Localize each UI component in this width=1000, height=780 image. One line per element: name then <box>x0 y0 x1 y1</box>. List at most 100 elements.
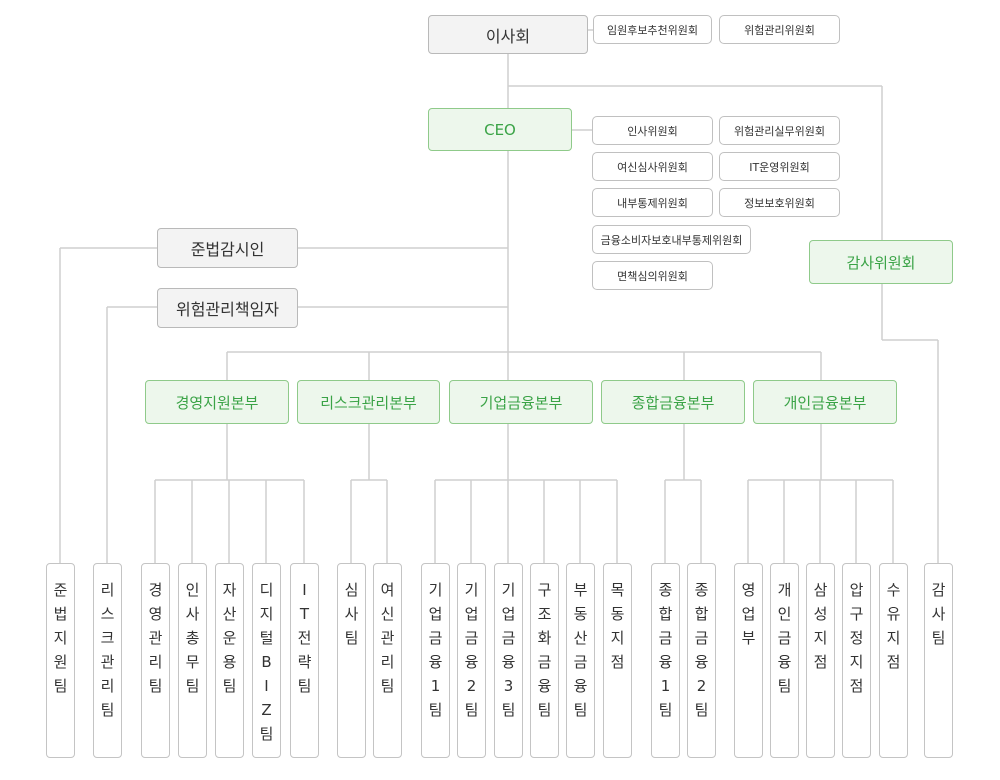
team-name-char: 총 <box>185 629 200 647</box>
board-committee-1: 임원후보추천위원회 <box>593 15 712 44</box>
team-name-char: 성 <box>813 605 828 623</box>
ceo-committee-2: 위험관리실무위원회 <box>719 116 840 145</box>
team-name-char: 팀 <box>464 701 479 719</box>
team-name-char: 점 <box>813 653 828 671</box>
team-name-char: 팀 <box>537 701 552 719</box>
team-name-char: 크 <box>100 629 115 647</box>
team-name-char: 화 <box>537 629 552 647</box>
team-name-char: I <box>264 677 269 695</box>
team-name-char: 정 <box>849 629 864 647</box>
team-name-char: 전 <box>297 629 312 647</box>
team-name-char: 팀 <box>501 701 516 719</box>
division-risk-management: 리스크관리본부 <box>297 380 440 424</box>
team-name-char: 팀 <box>428 701 443 719</box>
team-name-char: 2 <box>696 677 707 695</box>
team-name-char: 금 <box>464 629 479 647</box>
team-name-char: 개 <box>777 581 792 599</box>
team-name-char: 종 <box>694 581 709 599</box>
team-name-char: 영 <box>741 581 756 599</box>
team-name-char: 산 <box>222 605 237 623</box>
team-name-char: Z <box>261 701 272 719</box>
team-name-char: 기 <box>464 581 479 599</box>
team-name-char: 팀 <box>344 629 359 647</box>
team-name-char: B <box>261 653 272 671</box>
team-name-char: 업 <box>428 605 443 623</box>
team-name-char: 팀 <box>185 677 200 695</box>
team-name-char: 신 <box>380 605 395 623</box>
team-name-char: 유 <box>886 605 901 623</box>
ceo-committee-6: 정보보호위원회 <box>719 188 840 217</box>
team-name-char: 융 <box>428 653 443 671</box>
team-name-char: 리 <box>100 677 115 695</box>
ceo-committee-4: IT운영위원회 <box>719 152 840 181</box>
ceo-committee-1: 인사위원회 <box>592 116 713 145</box>
team-name-char: 디 <box>259 581 274 599</box>
team-name-char: 융 <box>658 653 673 671</box>
team-name-char: 업 <box>501 605 516 623</box>
team-name-char: 팀 <box>259 725 274 743</box>
team-name-char: I <box>302 581 307 599</box>
team-name-char: 점 <box>886 653 901 671</box>
team-name-char: 팀 <box>931 629 946 647</box>
team-name-char: 사 <box>344 605 359 623</box>
ceo-committee-7: 금융소비자보호내부통제위원회 <box>592 225 751 254</box>
team-name-char: 압 <box>849 581 864 599</box>
team-name-char: 부 <box>741 629 756 647</box>
team-name-char: 목 <box>610 581 625 599</box>
team-name-char: 사 <box>931 605 946 623</box>
team-name-char: 금 <box>573 653 588 671</box>
team-name-char: 팀 <box>297 677 312 695</box>
team-name-char: 무 <box>185 653 200 671</box>
team-name-char: 관 <box>380 629 395 647</box>
team-name-char: 운 <box>222 629 237 647</box>
team-name-char: 종 <box>658 581 673 599</box>
team-name-char: 사 <box>185 605 200 623</box>
team-name-char: 1 <box>430 677 441 695</box>
team-name-char: 융 <box>777 653 792 671</box>
team-name-char: 인 <box>185 581 200 599</box>
team-name-char: 융 <box>537 677 552 695</box>
risk-officer-box: 위험관리책임자 <box>157 288 298 328</box>
division-management-support: 경영지원본부 <box>145 380 289 424</box>
ceo-committee-5: 내부통제위원회 <box>592 188 713 217</box>
team-name-char: 지 <box>259 605 274 623</box>
team-name-char: 팀 <box>148 677 163 695</box>
team-name-char: 여 <box>380 581 395 599</box>
team-name-char: 3 <box>503 677 514 695</box>
team-name-char: 관 <box>148 629 163 647</box>
team-name-char: 기 <box>501 581 516 599</box>
team-name-char: 팀 <box>694 701 709 719</box>
team-name-char: 리 <box>148 653 163 671</box>
team-name-char: 팀 <box>658 701 673 719</box>
team-name-char: 금 <box>658 629 673 647</box>
audit-committee-box: 감사위원회 <box>809 240 953 284</box>
team-name-char: 략 <box>297 653 312 671</box>
team-name-char: 영 <box>148 605 163 623</box>
team-name-char: 지 <box>849 653 864 671</box>
team-name-char: 1 <box>660 677 671 695</box>
team-name-char: 금 <box>537 653 552 671</box>
compliance-officer-box: 준법감시인 <box>157 228 298 268</box>
ceo-box: CEO <box>428 108 572 151</box>
team-name-char: 지 <box>886 629 901 647</box>
team-name-char: 2 <box>466 677 477 695</box>
team-name-char: 리 <box>100 581 115 599</box>
team-name-char: 업 <box>741 605 756 623</box>
division-retail-finance: 개인금융본부 <box>753 380 897 424</box>
division-corporate-finance: 기업금융본부 <box>449 380 593 424</box>
team-name-char: 기 <box>428 581 443 599</box>
